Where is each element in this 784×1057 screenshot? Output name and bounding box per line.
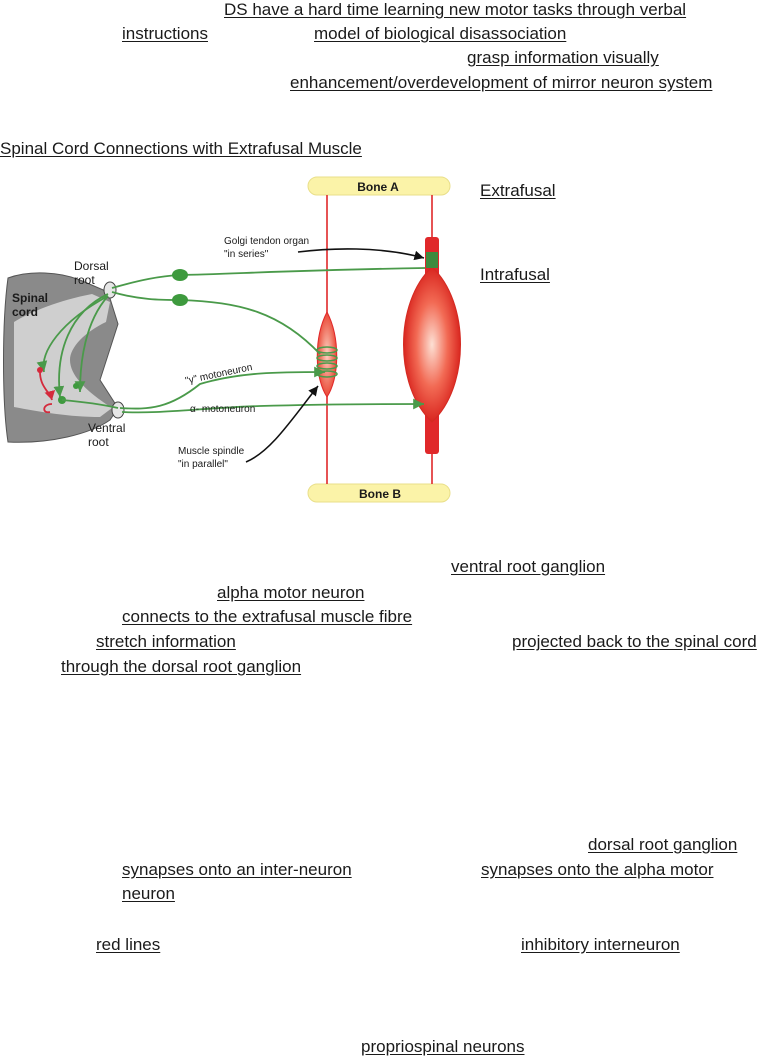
note-stretch-information: stretch information [96,632,236,651]
spinal-label: Spinal [12,291,48,305]
golgi-label: Golgi tendon organ [224,236,309,247]
note-intrafusal: Intrafusal [480,265,550,284]
note-grasp-visually: grasp information visually [467,48,659,67]
bone-b-label: Bone B [359,487,401,501]
note-alpha-motor-synapse: synapses onto the alpha motor [481,860,714,879]
dorsal-label: Dorsal [74,259,109,273]
spindle-in-parallel-label: "in parallel" [178,459,228,470]
note-ds-verbal: DS have a hard time learning new motor t… [224,0,687,19]
section-heading: Spinal Cord Connections with Extrafusal … [0,139,362,158]
note-inhibitory-interneuron: inhibitory interneuron [521,935,680,954]
golgi-in-series-label: "in series" [224,249,269,260]
bone-a [307,176,451,196]
ventral-root-label: root [88,435,109,449]
extrafusal-muscle [403,266,461,423]
bone-a-label: Bone A [357,180,399,194]
note-inter-neuron-synapse: synapses onto an inter-neuron [122,860,352,879]
spinal-cord-gray-matter [14,294,112,417]
bone-b [307,483,451,503]
note-neuron: neuron [122,884,175,903]
golgi-tendon-organ [426,252,438,268]
spindle-label: Muscle spindle [178,446,245,457]
note-red-lines: red lines [96,935,161,954]
note-mirror-neuron: enhancement/overdevelopment of mirror ne… [290,73,713,92]
note-propriospinal-neurons: propriospinal neurons [361,1037,525,1056]
ventral-label: Ventral [88,421,125,435]
note-projected-back: projected back to the spinal cord [512,632,757,651]
note-dorsal-root-ganglion: dorsal root ganglion [588,835,738,854]
note-instructions: instructions [122,24,208,43]
alpha-motoneuron-label: α- motoneuron [190,404,255,415]
cord-label: cord [12,305,38,319]
gamma-motoneuron-label: "γ" motoneuron [184,362,253,387]
note-biological-disassociation: model of biological disassociation [314,24,567,43]
note-extrafusal-fibre: connects to the extrafusal muscle fibre [122,607,413,626]
spinal-cord-diagram: Bone A Bone B Spinal cord Dorsal root Ve… [3,176,461,503]
note-ventral-root-ganglion: ventral root ganglion [451,557,606,576]
note-extrafusal: Extrafusal [480,181,556,200]
note-dorsal-root-ganglion-path: through the dorsal root ganglion [61,657,302,676]
note-alpha-motor-neuron: alpha motor neuron [217,583,365,602]
dorsal-root-label: root [74,273,95,287]
